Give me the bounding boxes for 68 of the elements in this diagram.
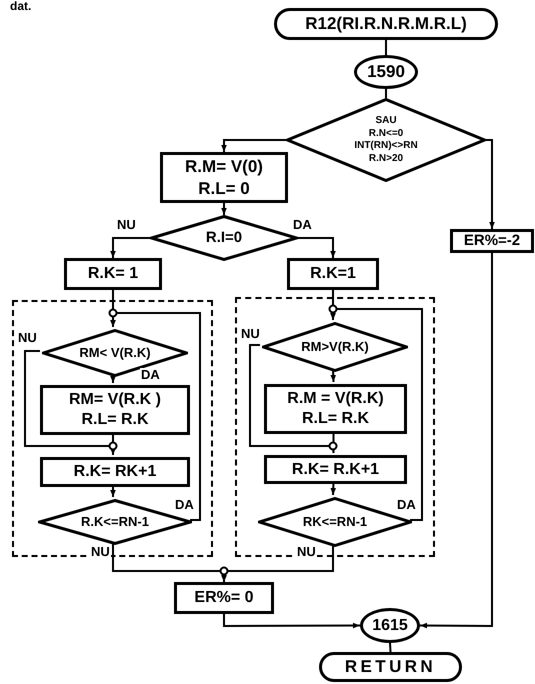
- node-text: RM< V(R.K): [79, 344, 151, 362]
- flow-arrow: [420, 253, 493, 628]
- flow-arrow: [298, 237, 336, 258]
- terminal-shape: [274, 8, 498, 40]
- flow-arrow: [330, 482, 336, 496]
- node-text: RM= V(R.K ): [69, 390, 161, 410]
- node-text: R.K= R.K+1: [292, 460, 380, 480]
- decision-diamond: [262, 322, 408, 372]
- flow-arrow: [221, 545, 334, 582]
- flow-arrow: [110, 312, 201, 521]
- node-text: INT(RN)<>RN: [354, 140, 418, 152]
- edge-label: DA: [396, 498, 417, 511]
- edge-label: DA: [292, 218, 313, 231]
- process-box: [450, 229, 534, 253]
- node-text: R.K<=RN-1: [81, 514, 149, 530]
- process-box: [264, 384, 407, 434]
- node-text: RM>V(R.K): [301, 338, 369, 356]
- node-text: R.N>20: [368, 152, 404, 165]
- node-text: R.M= V(0): [185, 156, 263, 178]
- flow-arrow: [110, 485, 116, 497]
- edge-label: NU: [240, 327, 261, 340]
- node-text: R.I=0: [206, 228, 242, 248]
- flow-arrow: [221, 203, 227, 215]
- node-text: R.K= RK+1: [74, 462, 156, 482]
- page-text: dat.: [10, 0, 32, 12]
- flow-arrow: [330, 432, 336, 453]
- process-box: [287, 258, 379, 290]
- process-box: [64, 258, 162, 290]
- flow-arrow: [223, 614, 360, 628]
- node-text: R.L= R.K: [81, 410, 149, 430]
- flow-arrow: [110, 375, 116, 383]
- flow-arrow: [221, 139, 286, 152]
- node-text: R.N<=0: [368, 128, 404, 140]
- node-text: R.L= 0: [198, 178, 250, 199]
- decision-diamond: [38, 499, 192, 545]
- node-text: R.K=1: [310, 264, 356, 284]
- flow-arrow: [486, 139, 495, 229]
- flow-arrow: [330, 308, 423, 521]
- node-text: RK<=RN-1: [302, 514, 368, 530]
- node-text: RETURN: [344, 656, 436, 678]
- flow-arrow: [330, 370, 336, 382]
- terminal-shape: [319, 652, 462, 682]
- flow-arrow: [110, 237, 150, 258]
- process-box: [264, 455, 407, 484]
- node-text: ER%=-2: [464, 232, 520, 250]
- node-text: R.M = V(R.K): [287, 389, 384, 409]
- node-text: ER%= 0: [194, 588, 254, 608]
- process-box: [160, 152, 288, 203]
- edge-label: NU: [90, 545, 111, 558]
- process-box: [174, 582, 274, 614]
- decision-diamond: [42, 329, 188, 377]
- loop-frame: [12, 300, 213, 557]
- loop-frame: [235, 297, 435, 557]
- edge-label: NU: [296, 545, 317, 558]
- node-text: R.L= R.K: [302, 409, 370, 429]
- node-text: 1615: [372, 616, 408, 636]
- decision-diamond: [286, 98, 486, 182]
- process-box: [40, 457, 190, 487]
- node-text: SAU: [375, 115, 397, 128]
- edge-label: DA: [140, 368, 161, 381]
- node-text: 1590: [367, 61, 405, 83]
- edge-label: DA: [174, 498, 195, 511]
- node-text: R12(RI.R.N.R.M.R.L): [305, 13, 467, 35]
- process-box: [40, 385, 190, 435]
- node-text: R.K= 1: [88, 264, 138, 284]
- flow-arrow: [110, 433, 116, 455]
- edge-label: NU: [116, 218, 137, 231]
- edge-label: NU: [17, 331, 38, 344]
